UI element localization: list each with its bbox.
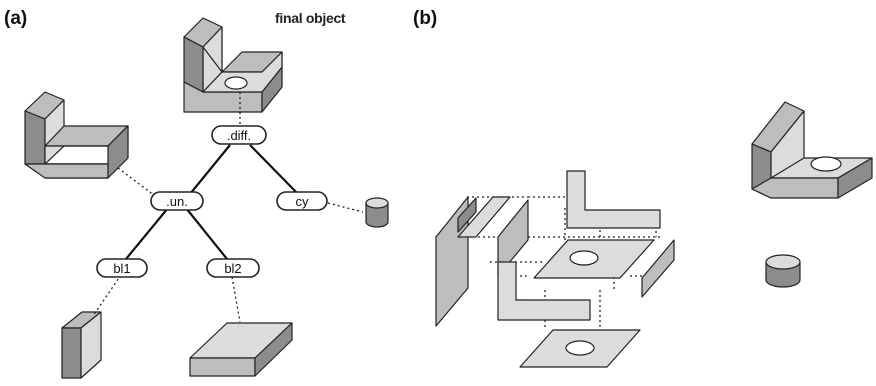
- face-l-bottom: [497, 261, 591, 321]
- reconstructed-cylinder-shape: [765, 254, 801, 288]
- node-block1: bl1: [96, 258, 148, 278]
- block1-shape: [61, 311, 102, 379]
- face-l-top: [566, 170, 661, 229]
- final-object-shape: [183, 17, 283, 113]
- face-top-strip: [457, 196, 511, 238]
- node-block2-label: bl2: [224, 261, 241, 276]
- block2-shape: [189, 322, 293, 377]
- face-inner-small: [457, 197, 477, 233]
- node-cylinder-label: cy: [296, 194, 310, 209]
- final-object-caption: final object: [275, 10, 346, 26]
- edge-diff-cy: [249, 144, 299, 195]
- node-block1-label: bl1: [113, 261, 130, 276]
- cylinder-shape: [365, 197, 389, 228]
- union-result-shape: [24, 91, 129, 179]
- face-plate-bottom: [519, 329, 641, 368]
- node-union-label: .un.: [166, 194, 188, 209]
- reconstructed-bracket-shape: [751, 101, 873, 199]
- connector-cy-shape: [327, 202, 364, 213]
- face-right-small: [641, 239, 675, 298]
- edge-un-bl1: [125, 207, 169, 260]
- face-plate-top: [533, 239, 655, 279]
- connector-bl1-shape: [92, 274, 122, 317]
- connector-union-shape: [117, 167, 156, 197]
- connector-bl2-shape: [231, 276, 241, 323]
- node-diff-label: .diff.: [227, 128, 251, 143]
- edge-un-bl2: [185, 207, 228, 260]
- panel-label-a: (a): [4, 8, 27, 29]
- node-diff: .diff.: [211, 125, 267, 145]
- panel-label-b: (b): [413, 8, 437, 29]
- node-block2: bl2: [206, 258, 260, 278]
- edge-diff-un: [189, 144, 231, 195]
- node-union: .un.: [150, 191, 204, 211]
- node-cylinder: cy: [276, 191, 328, 211]
